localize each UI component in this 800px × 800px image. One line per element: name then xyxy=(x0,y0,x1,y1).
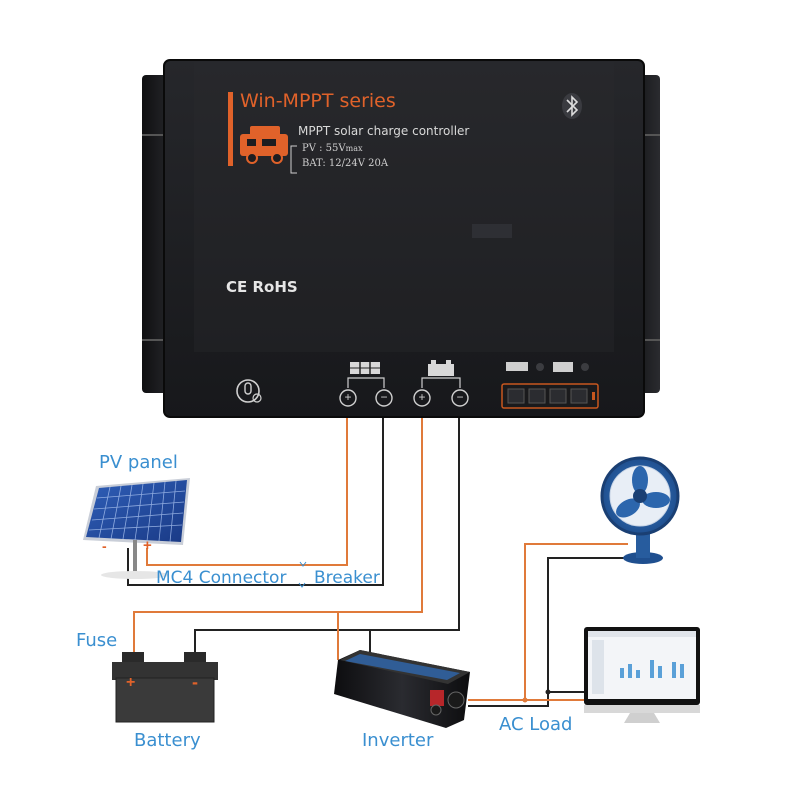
wiring xyxy=(127,418,628,707)
pv-panel-label: PV panel xyxy=(99,452,178,473)
battery-label: Battery xyxy=(134,730,201,751)
battery-terminal-group xyxy=(413,360,469,407)
solar-panel xyxy=(83,478,190,579)
breaker-mark-2 xyxy=(298,582,306,588)
bat-plus-sign: + xyxy=(418,390,426,404)
fan xyxy=(600,456,680,564)
inverter-fan-icon xyxy=(430,690,465,716)
ac-wire-2 xyxy=(468,557,628,707)
temperature-sensor-icon xyxy=(236,379,262,403)
bluetooth-icon xyxy=(562,93,582,119)
battery-led-icon xyxy=(553,362,573,372)
controller-subtitle: MPPT solar charge controller xyxy=(298,124,470,138)
fuse-label: Fuse xyxy=(76,630,118,651)
communication-port[interactable] xyxy=(501,383,599,409)
computer-monitor xyxy=(584,627,700,723)
series-title: Win-MPPT series xyxy=(240,90,396,112)
pv-plus-sign: + xyxy=(344,390,352,404)
inverter-label: Inverter xyxy=(362,730,434,751)
pv-negative-wire xyxy=(127,418,384,586)
battery-minus-sign: - xyxy=(192,672,198,692)
panel-minus-sign: - xyxy=(102,538,107,554)
pv-led-icon xyxy=(506,362,528,371)
pv-plus-terminal[interactable] xyxy=(339,389,357,407)
bat-plus-terminal[interactable] xyxy=(413,389,431,407)
mc4-connector-label: MC4 Connector xyxy=(156,568,287,588)
breaker-mark-1 xyxy=(299,561,307,567)
ac-load-label: AC Load xyxy=(499,714,573,735)
ac-wire-1 xyxy=(468,543,628,701)
brand-accent-bar xyxy=(228,92,233,166)
battery-status-led xyxy=(581,363,589,371)
pv-minus-sign: − xyxy=(380,390,388,404)
breaker-label: Breaker xyxy=(314,568,380,588)
bat-minus-sign: − xyxy=(456,390,464,404)
battery-positive-wire xyxy=(133,418,423,660)
bat-spec: BAT: 12/24V 20A xyxy=(302,158,389,169)
bat-minus-terminal[interactable] xyxy=(451,389,469,407)
solar-panel-icon xyxy=(350,362,380,374)
battery-plus-sign: + xyxy=(126,674,136,691)
pv-spec-value: PV : 55V xyxy=(302,143,346,154)
pv-terminal-group xyxy=(339,362,393,407)
pv-spec-unit: max xyxy=(345,144,363,153)
battery xyxy=(112,652,218,723)
pv-positive-wire xyxy=(146,418,348,566)
status-indicators xyxy=(506,362,589,372)
charge-controller xyxy=(142,59,660,418)
panel-plus-sign: + xyxy=(143,537,152,554)
pv-spec: PV : 55Vmax xyxy=(302,143,363,154)
pv-minus-terminal[interactable] xyxy=(375,389,393,407)
cert-marks: CE RoHS xyxy=(226,278,298,296)
pv-status-led xyxy=(536,363,544,371)
rv-icon xyxy=(240,126,288,164)
battery-negative-wire xyxy=(194,418,460,660)
inverter xyxy=(334,650,470,728)
battery-icon xyxy=(428,360,454,376)
